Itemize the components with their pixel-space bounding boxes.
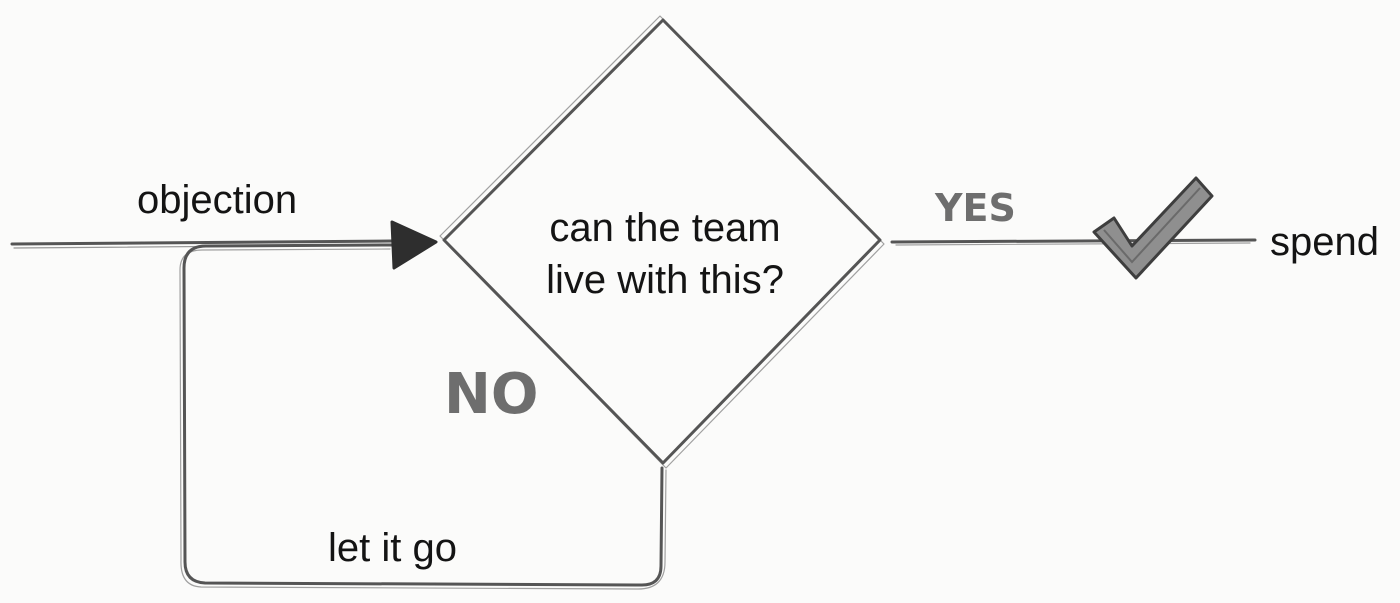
decision-question: can the team live with this? <box>500 202 830 306</box>
yes-line <box>890 238 1257 244</box>
decision-question-line-2: live with this? <box>546 258 784 302</box>
input-label: objection <box>137 178 298 222</box>
yes-line-sketch <box>895 242 1251 246</box>
arrowhead-icon <box>390 220 438 270</box>
no-loop-line <box>182 243 664 587</box>
decision-diamond-sketch <box>439 15 885 469</box>
input-line <box>10 239 394 246</box>
no-loop-line-sketch <box>179 248 667 590</box>
outcome-label: spend <box>1270 220 1379 264</box>
no-label: NO <box>444 362 539 427</box>
checkmark-icon-shade <box>1103 187 1201 264</box>
loop-label: let it go <box>328 526 457 570</box>
decision-question-line-1: can the team <box>549 206 781 250</box>
yes-label: YES <box>935 186 1016 230</box>
